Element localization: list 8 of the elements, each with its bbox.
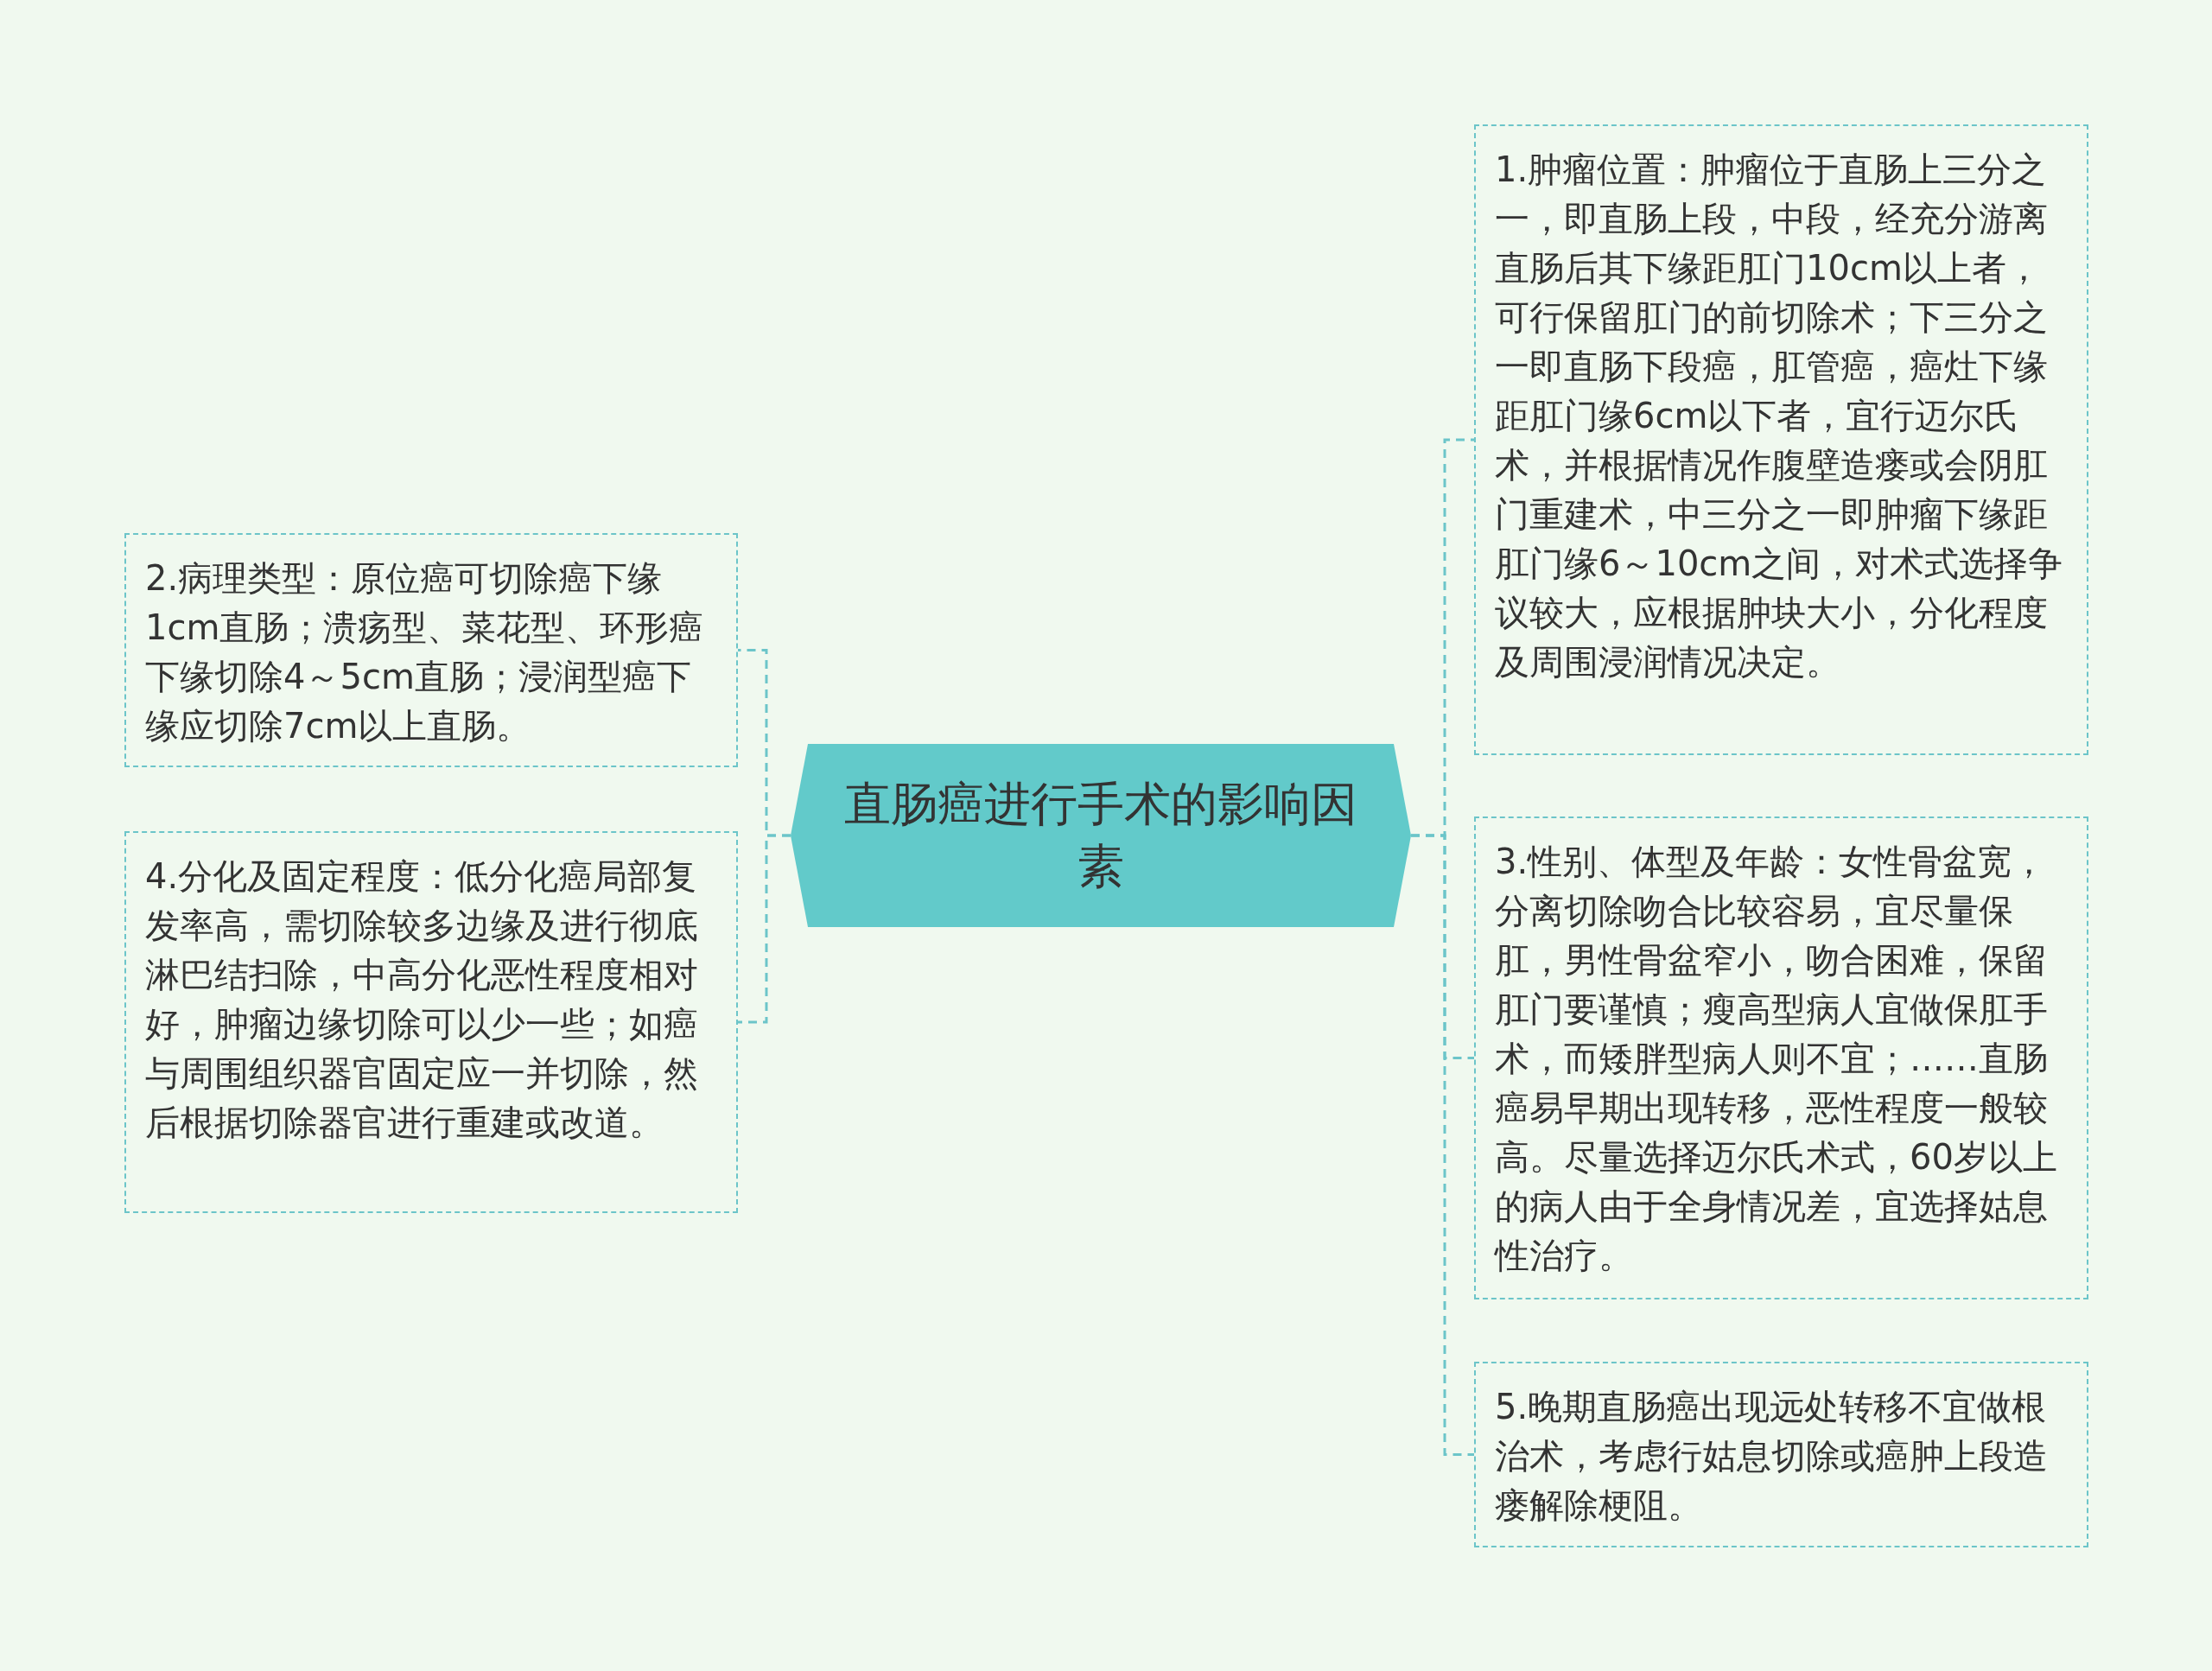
text-box: 3.性别、体型及年龄：女性骨盆宽，分离切除吻合比较容易，宜尽量保肛，男性骨盆窄小，吻合困难，保留肛门要谨慎；瘦高型病人宜做保肛手术，而矮胖型病人则不宜；……直肠癌易早期出现转移，恶性程度一般较高。尽量选择迈尔氏术式，60岁以上的病人由于全身情况差，宜选择姑息性治疗。 [1474, 816, 2088, 1299]
connector-line [1411, 834, 1474, 1456]
connector-line [738, 834, 791, 1024]
text-box: 4.分化及固定程度：低分化癌局部复发率高，需切除较多边缘及进行彻底淋巴结扫除，中高分化恶性程度相对好，肿瘤边缘切除可以少一些；如癌与周围组织器官固定应一并切除，然后根据切除器官进行重建或改道。 [124, 831, 738, 1213]
text-box: 5.晚期直肠癌出现远处转移不宜做根治术，考虑行姑息切除或癌肿上段造瘘解除梗阻。 [1474, 1362, 2088, 1547]
node-title: 直肠癌进行手术的影响因素 [843, 776, 1358, 895]
text-box: 1.肿瘤位置：肿瘤位于直肠上三分之一，即直肠上段，中段，经充分游离直肠后其下缘距肛门10cm以上者，可行保留肛门的前切除术；下三分之一即直肠下段癌，肛管癌，癌灶下缘距肛门缘6cm以下者，宜行迈尔氏术，并根据情况作腹壁造瘘或会阴肛门重建术，中三分之一即肿瘤下缘距肛门缘6～10cm之间，对术式选择争议较大，应根据肿块大小，分化程度及周围浸润情况决定。 [1474, 124, 2088, 755]
text-box: 2.病理类型：原位癌可切除癌下缘1cm直肠；溃疡型、菜花型、环形癌下缘切除4～5cm直肠；浸润型癌下缘应切除7cm以上直肠。 [124, 533, 738, 767]
